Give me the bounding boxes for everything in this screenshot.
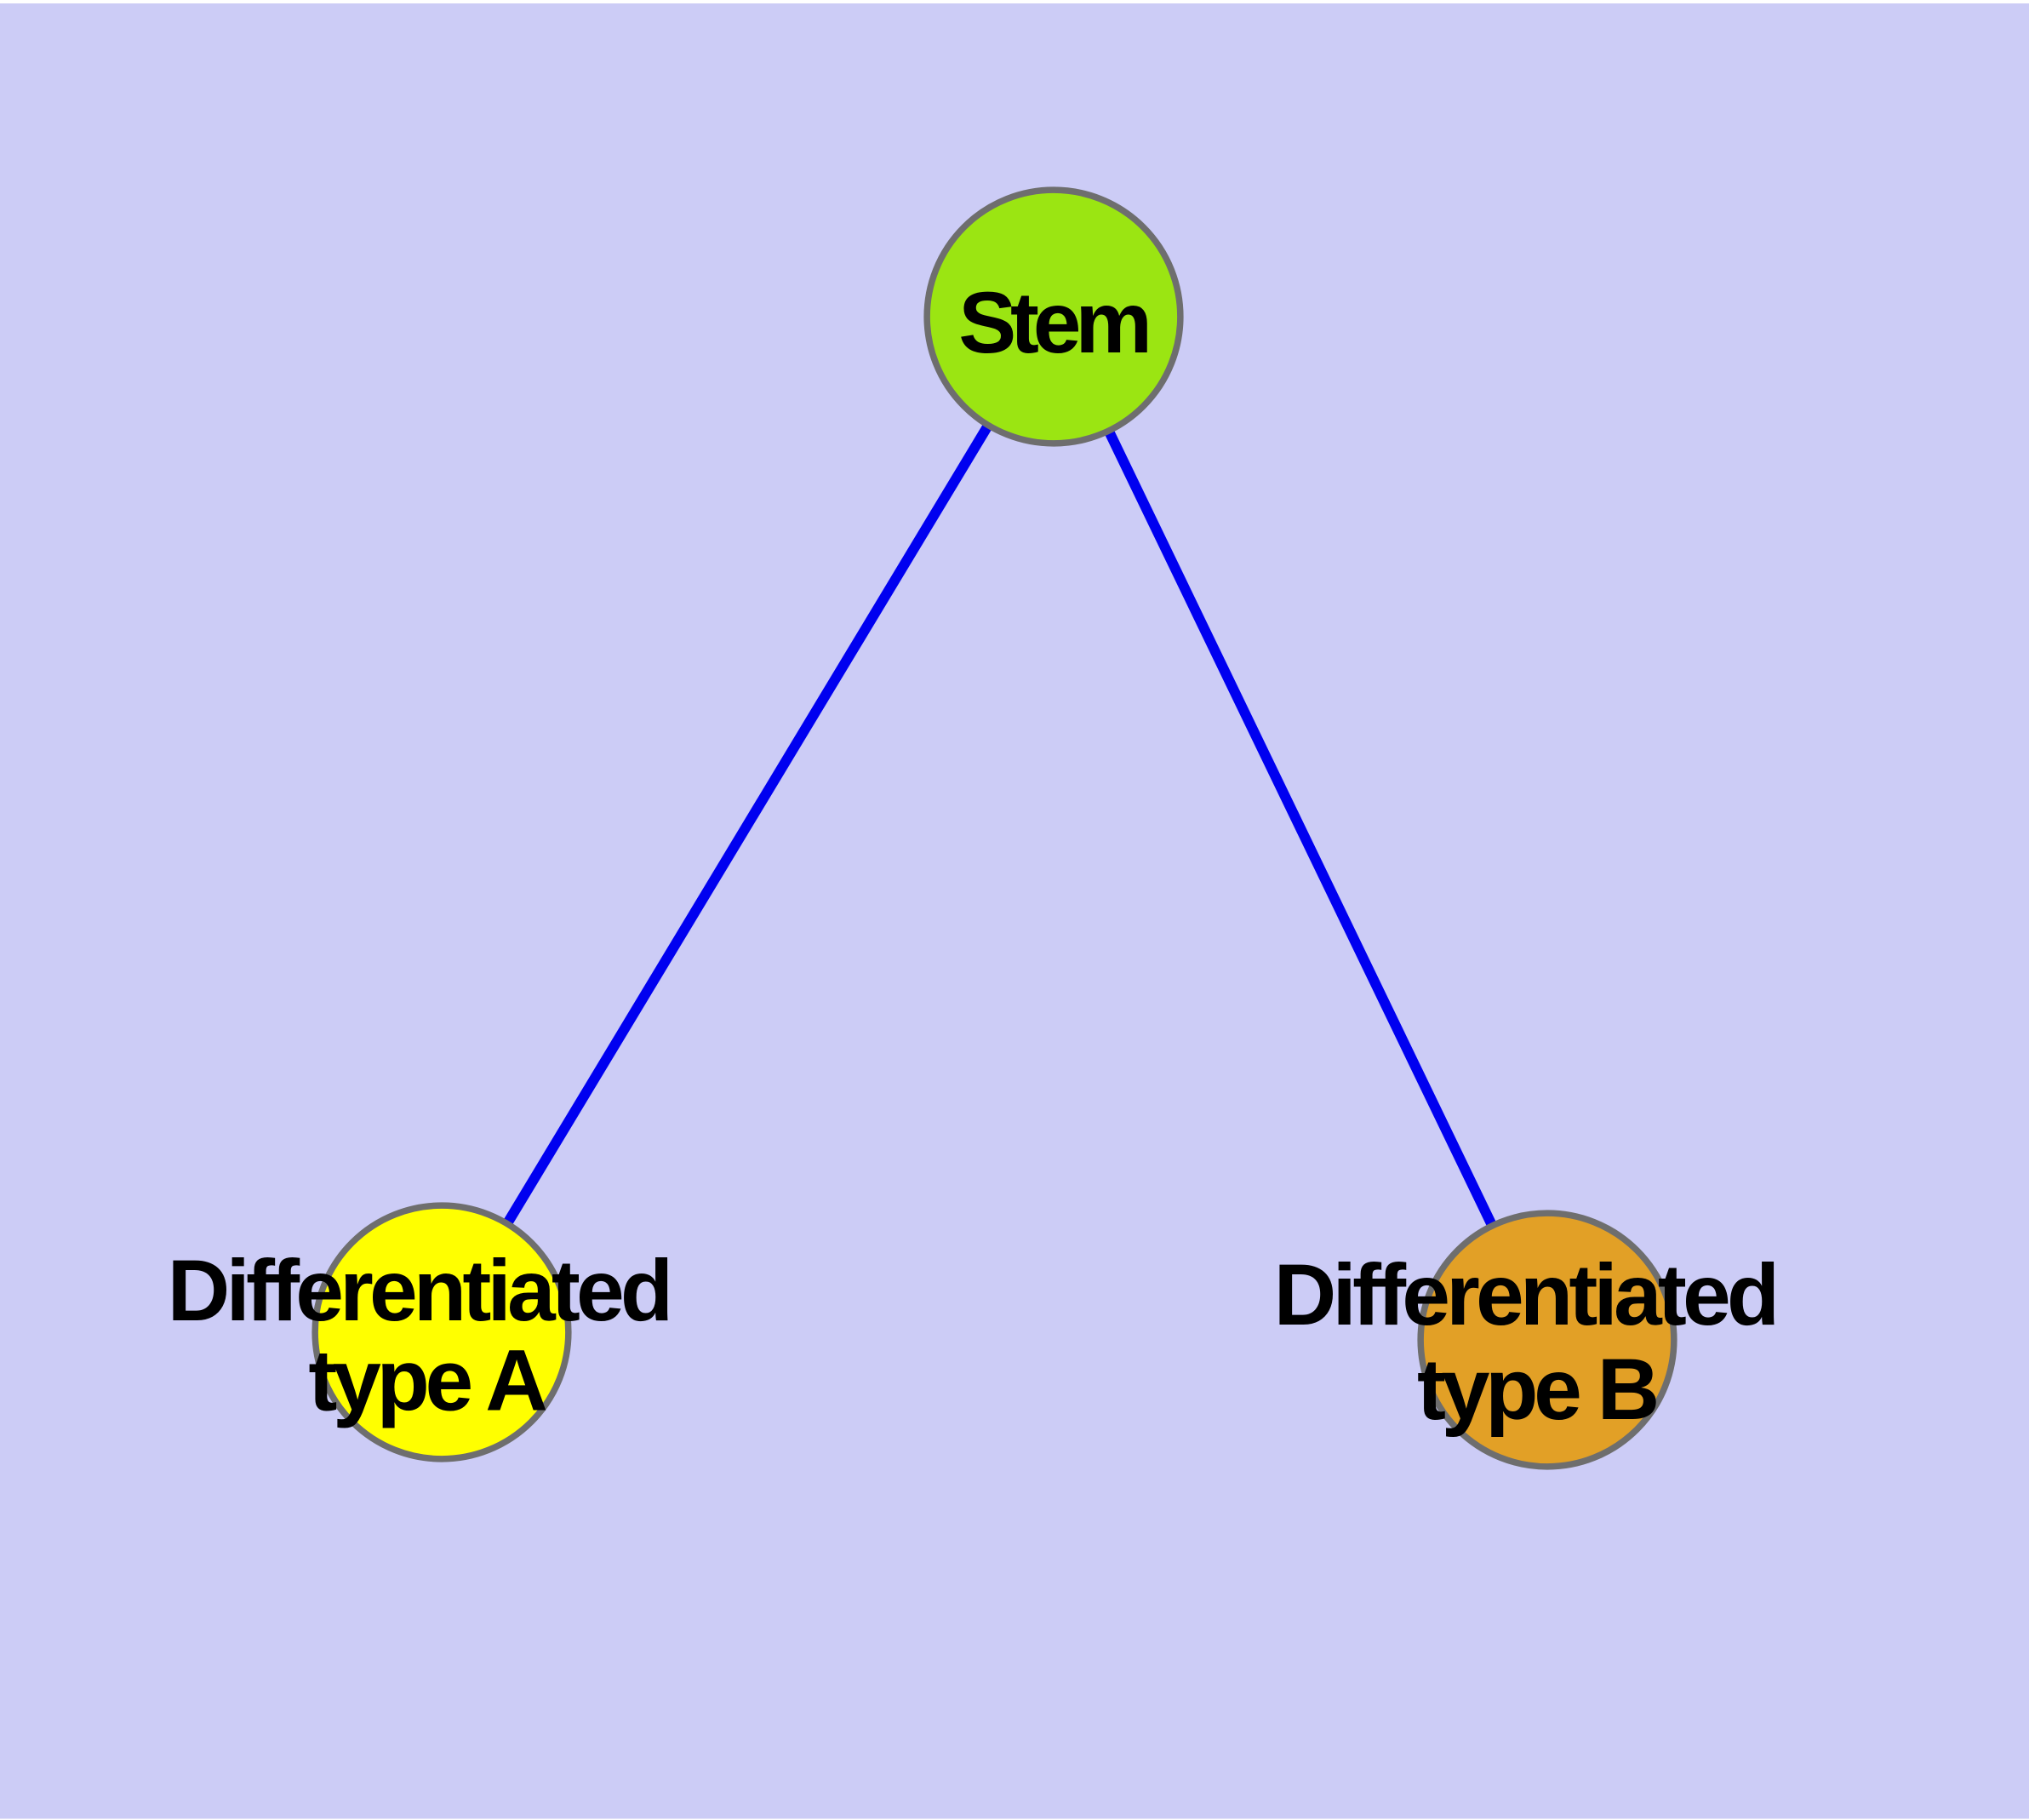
svg-text:Stem: Stem [958,274,1147,371]
svg-text:Differentiated: Differentiated [1274,1246,1776,1343]
svg-text:type A: type A [308,1332,546,1429]
svg-text:type B: type B [1417,1341,1657,1438]
svg-text:Differentiated: Differentiated [168,1242,670,1339]
